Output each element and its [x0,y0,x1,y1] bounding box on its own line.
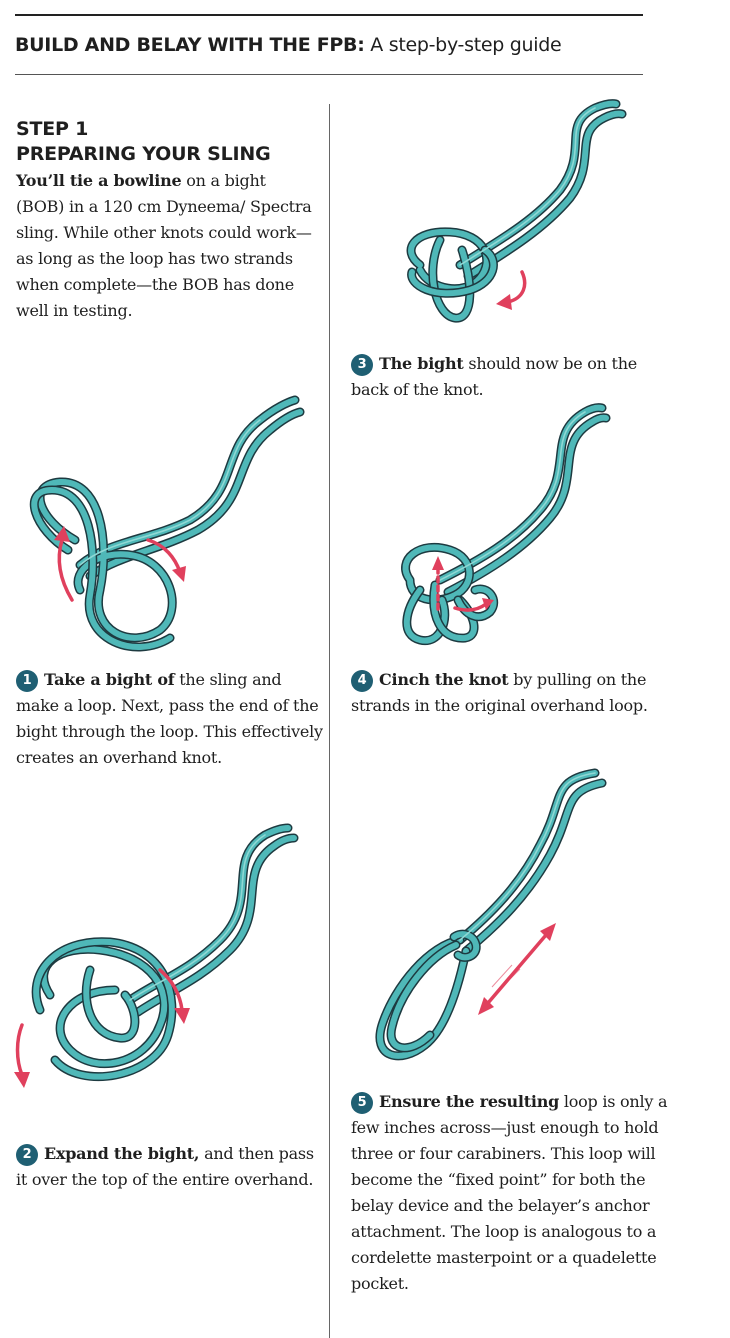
header-rest: A step-by-step guide [364,34,562,56]
arrow-3-head [496,294,512,310]
arrow-right-2-head [174,1008,190,1024]
motion-line-2 [491,964,513,988]
illustration-step-2 [14,823,299,1088]
sling-step-2 [31,823,299,1082]
step-4-body: by pulling on the strands in the origina… [351,670,648,715]
step-3-text: 3 The bight should now be on the back of … [351,351,671,403]
step-1-text: 1 Take a bight of the sling and make a lo… [16,667,326,771]
intro-paragraph: You’ll tie a bowline on a bight (BOB) in… [16,168,316,324]
arrow-left-2 [15,1023,24,1077]
step-title-line2: PREPARING YOUR SLING [16,143,271,165]
arrow-4-up-head [432,556,444,570]
arrow-left-2-head [14,1072,30,1088]
step-5-text: 5 Ensure the resulting loop is only a few… [351,1089,671,1297]
step-4-text: 4 Cinch the knot by pulling on the strand… [351,667,671,719]
arrow-3 [506,270,527,304]
step-4-bold: Cinch the knot [379,670,509,689]
arrow-left-1 [57,538,74,602]
step-title-line1: STEP 1 [16,118,89,140]
illustration-step-1 [29,395,305,652]
sling-step-5 [375,768,607,1061]
arrow-left-1-head [54,526,70,542]
step-2-bold: Expand the bight, [44,1144,200,1163]
step-3-bold: The bight [379,354,464,373]
step-3-badge: 3 [351,354,373,376]
illustration-step-3 [406,99,627,323]
step-5-body: loop is only a few inches across—just en… [351,1092,668,1293]
step-3-body: should now be on the back of the knot. [351,354,637,399]
sling-step-3 [406,99,627,323]
arrow-4-right [453,602,488,612]
step-1-badge: 1 [16,670,38,692]
intro-lead: You’ll tie a bowline [16,171,182,190]
column-divider [329,104,330,1338]
step-2-text: 2 Expand the bight, and then pass it over… [16,1141,326,1193]
step-5-bold: Ensure the resulting [379,1092,560,1111]
page-header: BUILD AND BELAY WITH THE FPB: A step-by-… [15,34,562,56]
illustration-step-5 [375,768,607,1061]
step-2-body: and then pass it over the top of the ent… [16,1144,314,1189]
top-rule [15,14,643,16]
step-4-badge: 4 [351,670,373,692]
step-5-badge: 5 [351,1092,373,1114]
intro-text: on a bight (BOB) in a 120 cm Dyneema/ Sp… [16,171,312,320]
arrow-4-right-head [482,598,494,610]
step-1-body: the sling and make a loop. Next, pass th… [16,670,323,767]
sling-step-1 [29,395,305,652]
arrow-right-2 [158,968,184,1012]
step-2-badge: 2 [16,1144,38,1166]
arrow-5-head-bottom [478,997,494,1015]
step-title: STEP 1 PREPARING YOUR SLING [16,117,271,167]
illustration-step-4 [401,403,611,646]
header-rule [15,74,643,75]
arrow-right-1-head [172,566,186,582]
arrow-5-head-top [540,923,556,941]
step-1-bold: Take a bight of [44,670,175,689]
motion-line-1 [497,968,521,992]
arrow-5 [486,933,548,1005]
header-bold: BUILD AND BELAY WITH THE FPB: [15,34,365,56]
sling-step-4 [401,403,611,646]
